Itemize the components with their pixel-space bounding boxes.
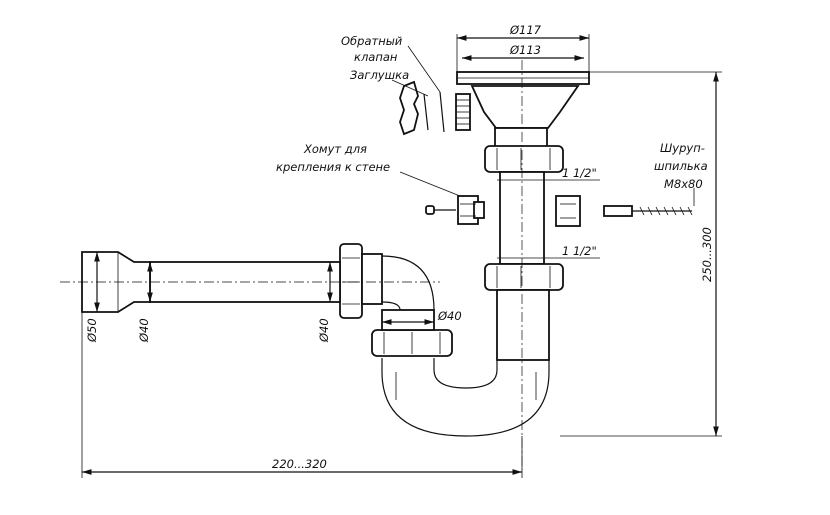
- pipe-dims: Ø50 Ø40 Ø40: [85, 252, 333, 343]
- label-check-valve-2: клапан: [354, 50, 398, 64]
- screw-stud: [603, 188, 695, 217]
- label-check-valve: Обратный: [341, 34, 403, 48]
- wall-clamp: [399, 171, 581, 227]
- dim-d113: Ø113: [509, 43, 541, 57]
- sink-strainer: [456, 71, 590, 153]
- label-screw-size: M8x80: [664, 177, 703, 191]
- dim-d40-nut: Ø40: [317, 318, 331, 343]
- trap-inlet: Ø40: [371, 309, 462, 357]
- dim-height-label: 250...300: [700, 227, 714, 282]
- outlet-pipe: [60, 251, 440, 313]
- label-clamp-2: крепления к стене: [276, 160, 390, 174]
- dim-d40-outlet: Ø40: [437, 309, 462, 323]
- label-screw: Шуруп-: [660, 141, 705, 155]
- dim-d40-pipe: Ø40: [137, 318, 151, 343]
- dim-d117: Ø117: [509, 23, 542, 37]
- u-trap: [381, 358, 550, 437]
- label-clamp: Хомут для: [303, 142, 367, 156]
- dim-length-label: 220...320: [272, 457, 327, 471]
- dim-length: 220...320: [81, 312, 523, 478]
- dim-d50: Ø50: [85, 318, 99, 343]
- plug-and-valve: [391, 45, 471, 136]
- label-plug: Заглушка: [350, 68, 409, 82]
- dim-top: Ø117 Ø113: [456, 23, 590, 72]
- dim-height: 250...300: [560, 71, 722, 437]
- outlet-elbow: [339, 243, 435, 319]
- thread-dims: 1 1/2" 1 1/2": [497, 166, 600, 259]
- dim-thread-lower: 1 1/2": [562, 244, 597, 258]
- dim-thread-upper: 1 1/2": [562, 166, 597, 180]
- vertical-pipe: [484, 60, 564, 470]
- label-screw-2: шпилька: [654, 159, 708, 173]
